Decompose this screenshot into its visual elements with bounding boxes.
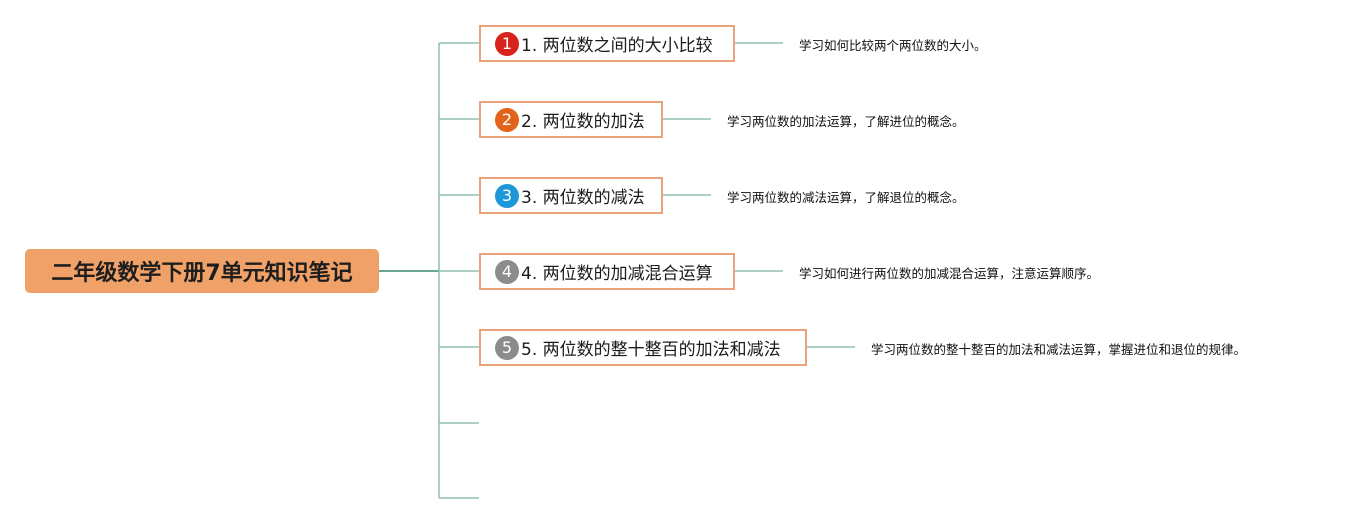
branch-1-title: 1. 两位数之间的大小比较 [521, 36, 713, 56]
branch-4-description[interactable]: 学习如何进行两位数的加减混合运算，注意运算顺序。 [799, 266, 1100, 281]
branch-1-description[interactable]: 学习如何比较两个两位数的大小。 [799, 38, 987, 53]
number-3-badge-icon: 3 [495, 183, 519, 208]
number-4-badge-icon: 4 [495, 259, 519, 284]
branch-4-title: 4. 两位数的加减混合运算 [521, 264, 713, 284]
branch-2-description[interactable]: 学习两位数的加法运算，了解进位的概念。 [727, 114, 965, 129]
branch-5-title: 5. 两位数的整十整百的加法和减法 [521, 340, 781, 360]
branch-3-title: 3. 两位数的减法 [521, 188, 645, 208]
branch-3-description[interactable]: 学习两位数的减法运算，了解退位的概念。 [727, 190, 965, 205]
number-2-badge-icon: 2 [495, 107, 519, 132]
branch-node-2[interactable]: 2 2. 两位数的加法 [479, 101, 663, 138]
number-5-badge-icon: 5 [495, 335, 519, 360]
number-1-badge-icon: 1 [495, 31, 519, 56]
branch-node-4[interactable]: 4 4. 两位数的加减混合运算 [479, 253, 735, 290]
root-topic[interactable]: 二年级数学下册7单元知识笔记 [25, 249, 379, 293]
branch-2-title: 2. 两位数的加法 [521, 112, 645, 132]
branch-node-1[interactable]: 1 1. 两位数之间的大小比较 [479, 25, 735, 62]
branch-node-5[interactable]: 5 5. 两位数的整十整百的加法和减法 [479, 329, 807, 366]
branch-node-3[interactable]: 3 3. 两位数的减法 [479, 177, 663, 214]
branch-5-description[interactable]: 学习两位数的整十整百的加法和减法运算，掌握进位和退位的规律。 [871, 342, 1247, 357]
